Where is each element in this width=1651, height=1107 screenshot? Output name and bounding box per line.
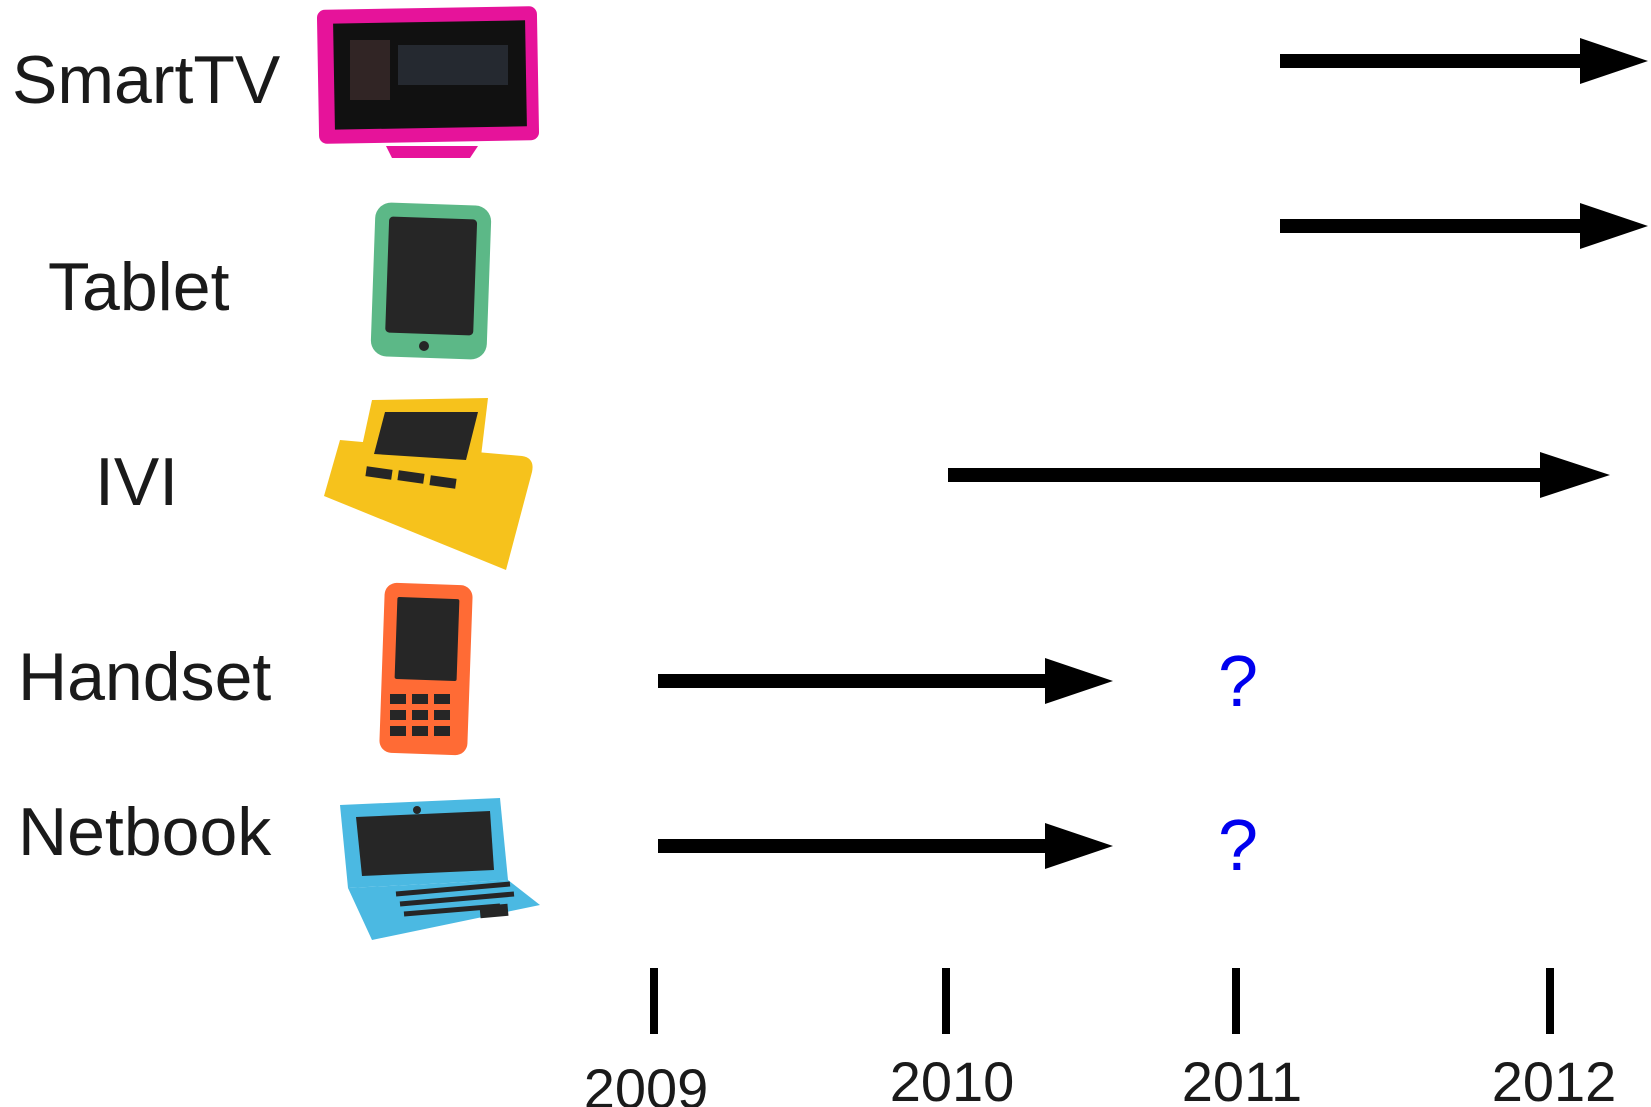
arrow-smarttv-head (1580, 38, 1648, 84)
phone-icon (379, 582, 473, 756)
year-axis: 2009 2010 2011 2012 (584, 968, 1617, 1107)
year-label-2011: 2011 (1182, 1050, 1302, 1107)
label-netbook: Netbook (18, 794, 272, 870)
timeline-arrows (658, 38, 1648, 869)
label-smarttv: SmartTV (12, 42, 281, 118)
arrow-ivi-head (1540, 452, 1610, 498)
year-label-2010: 2010 (890, 1050, 1015, 1107)
label-ivi: IVI (95, 444, 178, 520)
arrow-netbook-head (1045, 823, 1113, 869)
question-mark-netbook: ? (1218, 806, 1258, 886)
arrow-tablet-head (1580, 203, 1648, 249)
car-dashboard-icon (324, 398, 533, 570)
arrow-handset-head (1045, 658, 1113, 704)
label-handset: Handset (18, 639, 271, 715)
tablet-icon (370, 202, 492, 360)
year-label-2012: 2012 (1492, 1050, 1617, 1107)
year-label-2009: 2009 (584, 1057, 709, 1107)
label-tablet: Tablet (48, 249, 230, 325)
question-mark-handset: ? (1218, 642, 1258, 722)
smart-tv-icon (316, 6, 540, 158)
laptop-icon (340, 798, 540, 940)
